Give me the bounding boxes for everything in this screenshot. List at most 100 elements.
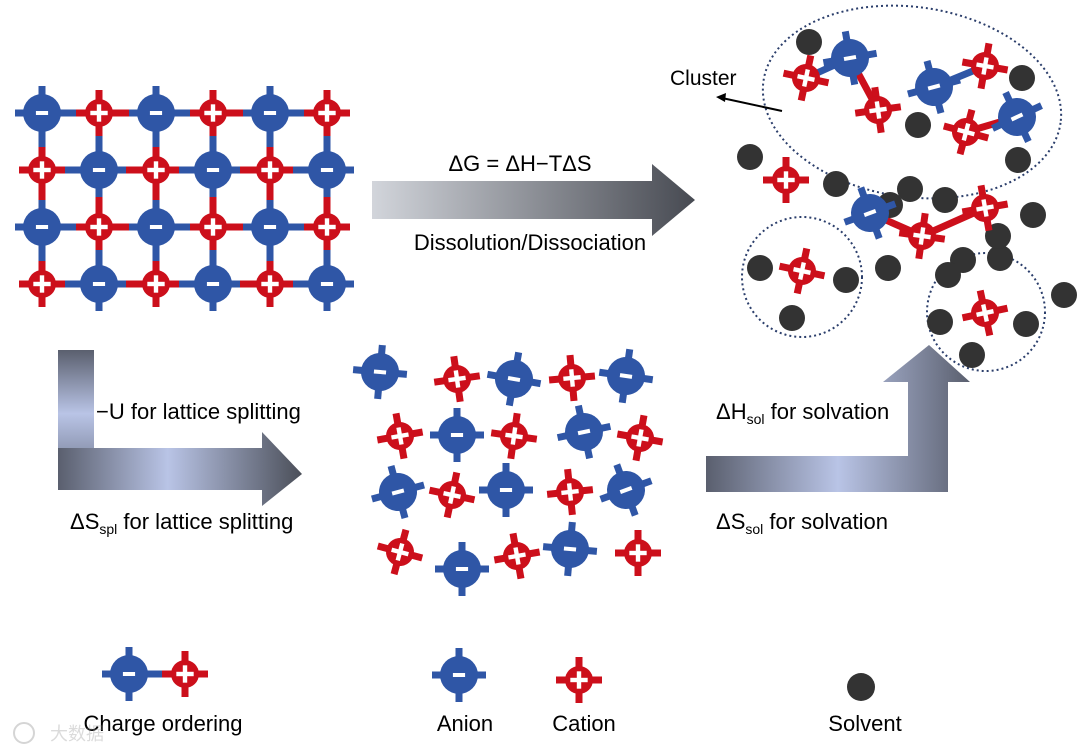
anion-icon <box>430 408 484 462</box>
cation-icon <box>376 528 424 576</box>
anion-icon <box>243 200 297 254</box>
anion-icon <box>129 86 183 140</box>
cluster-ellipse <box>761 4 1063 200</box>
legend-anion: Anion <box>437 711 493 736</box>
lattice-splitting-arrow <box>58 350 302 506</box>
minus-sign <box>206 282 220 286</box>
cation-icon <box>19 261 65 307</box>
anion-icon <box>129 200 183 254</box>
anion-icon <box>991 91 1043 143</box>
cation-icon <box>76 204 122 250</box>
solvation-entropy-label: ΔSsol for solvation <box>716 509 888 537</box>
minus-sign <box>149 111 163 115</box>
cation-icon <box>304 204 350 250</box>
solvent-molecule <box>927 309 953 335</box>
solution-ions <box>737 29 1077 368</box>
anion-icon <box>432 648 486 702</box>
solvent-molecule <box>1020 202 1046 228</box>
solvation-enthalpy-label: ΔHsol for solvation <box>716 399 889 427</box>
solvent-molecule <box>1013 311 1039 337</box>
anion-icon <box>186 257 240 311</box>
cation-icon <box>548 354 596 402</box>
cation-icon <box>961 42 1009 90</box>
anion-icon <box>479 463 533 517</box>
lattice-entropy-label: ΔSspl for lattice splitting <box>70 509 293 537</box>
cation-icon <box>615 530 661 576</box>
legend-icons <box>102 647 875 703</box>
minus-sign <box>149 225 163 229</box>
minus-sign <box>452 673 466 677</box>
cation-icon <box>190 204 236 250</box>
solvent-molecule <box>833 267 859 293</box>
anion-icon <box>486 351 542 407</box>
gibbs-equation: ΔG = ΔH−TΔS <box>448 151 591 176</box>
anion-icon <box>435 542 489 596</box>
minus-sign <box>92 168 106 172</box>
watermark-text: 大数据 <box>50 724 104 745</box>
anion-icon <box>72 143 126 197</box>
cluster-pointer <box>716 93 783 112</box>
cation-icon <box>961 289 1009 337</box>
anion-icon <box>907 60 961 114</box>
cluster-boundaries <box>741 4 1063 372</box>
legend-cation: Cation <box>552 711 616 736</box>
anion-icon <box>599 463 653 517</box>
anion-icon <box>843 186 897 240</box>
watermark-logo: 大数据 <box>13 722 104 745</box>
cluster-label: Cluster <box>670 67 737 90</box>
solvent-molecule <box>796 29 822 55</box>
anion-icon <box>542 521 598 577</box>
anion-icon <box>822 30 878 86</box>
anion-icon <box>371 465 425 519</box>
solvent-molecule <box>959 342 985 368</box>
anion-icon <box>300 257 354 311</box>
cation-icon <box>854 86 902 134</box>
solvent-molecule <box>1051 282 1077 308</box>
solvent-molecule <box>779 305 805 331</box>
cation-icon <box>782 54 830 102</box>
cation-icon <box>493 532 541 580</box>
cation-icon <box>428 471 476 519</box>
minus-sign <box>122 672 136 676</box>
anion-icon <box>72 257 126 311</box>
minus-sign <box>35 225 49 229</box>
solvent-molecule <box>935 262 961 288</box>
minus-sign <box>450 433 464 437</box>
minus-sign <box>92 282 106 286</box>
minus-sign <box>455 567 469 571</box>
solvent-molecule <box>1009 65 1035 91</box>
legend-solvent: Solvent <box>828 711 901 736</box>
cation-icon <box>162 651 208 697</box>
minus-sign <box>843 54 857 62</box>
minus-sign <box>320 168 334 172</box>
solvent-molecule <box>1005 147 1031 173</box>
minus-sign <box>263 225 277 229</box>
lattice-energy-label: −U for lattice splitting <box>96 399 301 424</box>
cation-icon <box>778 247 826 295</box>
minus-sign <box>263 111 277 115</box>
solvent-molecule <box>932 187 958 213</box>
anion-icon <box>102 647 156 701</box>
minus-sign <box>499 488 513 492</box>
solvent-molecule <box>747 255 773 281</box>
anion-icon <box>15 86 69 140</box>
cation-icon <box>546 468 594 516</box>
minus-sign <box>927 83 941 91</box>
split-lattice <box>352 344 664 596</box>
solvent-molecule <box>737 144 763 170</box>
minus-sign <box>619 486 633 494</box>
minus-sign <box>320 282 334 286</box>
minus-sign <box>35 111 49 115</box>
cation-icon <box>556 657 602 703</box>
cation-icon <box>133 147 179 193</box>
legend-charge-ordering: Charge ordering <box>84 711 243 736</box>
cation-icon <box>19 147 65 193</box>
minus-sign <box>863 209 877 217</box>
solvent-molecule <box>897 176 923 202</box>
cation-icon <box>433 355 481 403</box>
anion-icon <box>300 143 354 197</box>
minus-sign <box>563 546 577 552</box>
cation-icon <box>133 261 179 307</box>
minus-sign <box>391 488 405 496</box>
dissolution-arrow <box>372 164 695 236</box>
